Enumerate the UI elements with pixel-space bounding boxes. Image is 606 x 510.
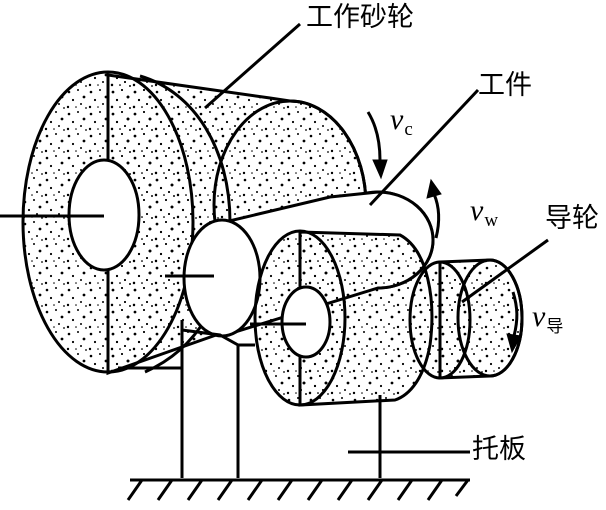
ground-base (126, 478, 470, 501)
vw-arrow (432, 193, 441, 239)
leader-grinding-wheel (204, 22, 301, 110)
velocity-vw: vw (470, 194, 499, 231)
vw-subscript: w (484, 210, 499, 231)
vc-symbol: v (390, 103, 404, 136)
leader-lines (204, 22, 549, 454)
regulating-wheel-front (250, 229, 434, 407)
vguide-symbol: v (532, 300, 546, 333)
rotation-arrows (366, 111, 522, 354)
vc-subscript: c (404, 119, 413, 140)
label-grinding-wheel: 工作砂轮 (306, 2, 414, 33)
velocity-vguide: v导 (532, 302, 563, 336)
leader-guide-wheel (461, 238, 549, 304)
velocity-vc: vc (390, 103, 413, 140)
support-plate (118, 320, 430, 478)
label-workpiece: 工件 (478, 70, 532, 101)
label-support-plate: 托板 (472, 434, 526, 465)
leader-workpiece (368, 88, 480, 207)
vw-symbol: v (470, 194, 484, 227)
label-guide-wheel: 导轮 (545, 203, 599, 234)
vc-arrow (366, 111, 382, 161)
vguide-subscript: 导 (546, 317, 564, 337)
vguide-arrow (511, 291, 519, 337)
